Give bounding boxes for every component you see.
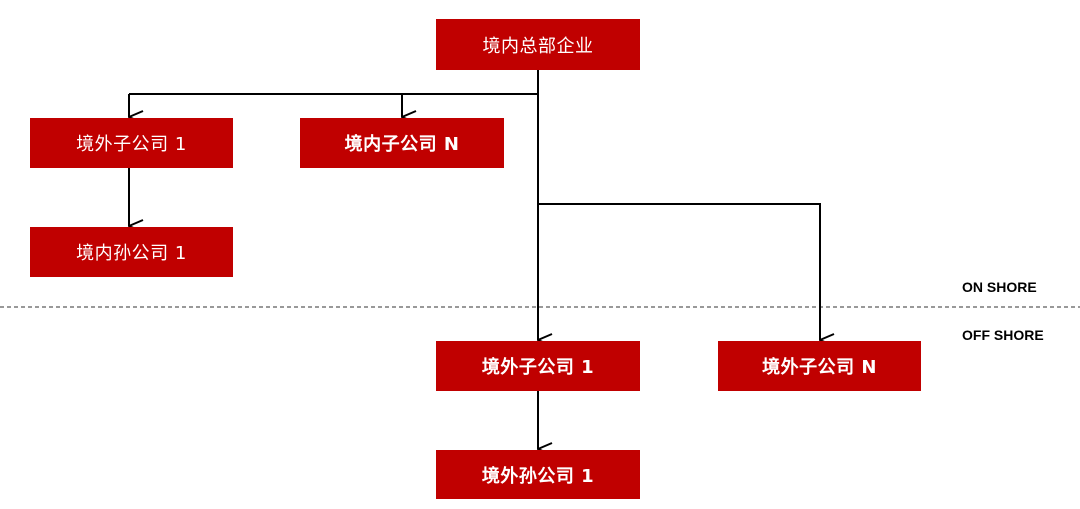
left-overseas-sub-node: 境外子公司 1 [30, 118, 233, 168]
domestic-sub-n-node: 境内子公司 N [300, 118, 504, 168]
overseas-sub-1-node: 境外子公司 1 [436, 341, 640, 391]
arrow-to-overseas-sub-n [538, 203, 820, 340]
overseas-sub-n-node: 境外子公司 N [718, 341, 921, 391]
overseas-grandchild-node: 境外孙公司 1 [436, 450, 640, 499]
offshore-label: OFF SHORE [962, 327, 1044, 343]
domestic-grandchild-node: 境内孙公司 1 [30, 227, 233, 277]
onshore-label: ON SHORE [962, 279, 1037, 295]
hq-node: 境内总部企业 [436, 19, 640, 70]
